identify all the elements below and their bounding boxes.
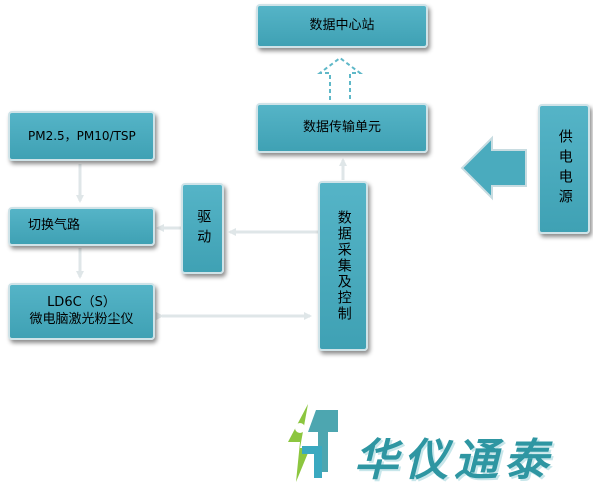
dust-meter-line1: LD6C（S） — [47, 295, 116, 311]
dust-meter-box: LD6C（S） 微电脑激光粉尘仪 — [8, 283, 155, 340]
pm-select-label: PM2.5，PM10/TSP — [28, 128, 136, 143]
power-supply-label: 供电电源 — [556, 129, 573, 209]
upload-arrow — [317, 56, 363, 100]
dust-meter-line2: 微电脑激光粉尘仪 — [29, 311, 134, 327]
data-center-box: 数据中心站 — [256, 4, 428, 48]
pm-select-box: PM2.5，PM10/TSP — [8, 111, 155, 161]
data-center-label: 数据中心站 — [309, 17, 375, 33]
drive-box: 驱动 — [181, 183, 224, 274]
acquisition-control-box: 数据采集及控制 — [318, 181, 368, 351]
company-logo-text: 华仪通泰 — [354, 435, 554, 486]
power-supply-box: 供电电源 — [538, 104, 590, 234]
data-transfer-box: 数据传输单元 — [256, 103, 428, 153]
power-arrow — [460, 135, 527, 201]
gas-switch-label: 切换气路 — [28, 218, 81, 234]
company-logo-icon — [288, 404, 338, 482]
drive-label: 驱动 — [195, 208, 212, 249]
gas-switch-box: 切换气路 — [8, 207, 155, 246]
acquisition-control-label: 数据采集及控制 — [335, 210, 352, 322]
data-transfer-label: 数据传输单元 — [302, 119, 381, 135]
